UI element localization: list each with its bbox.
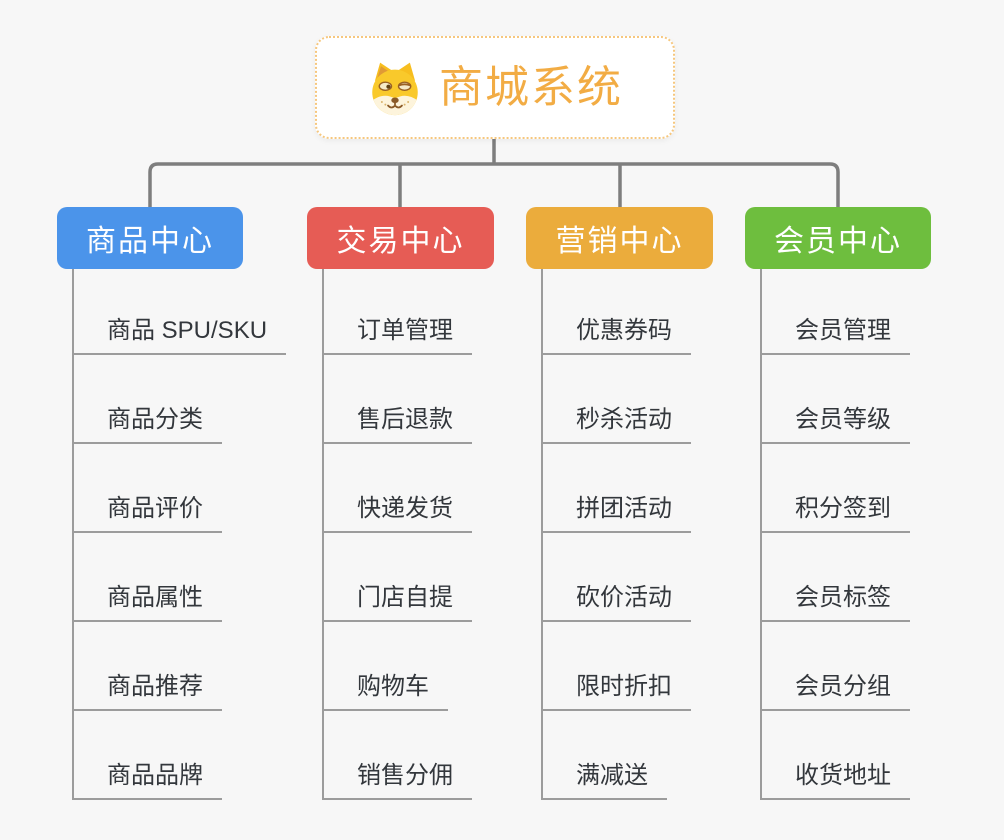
leaf-node[interactable]: 商品分类 xyxy=(72,404,222,444)
leaf-node[interactable]: 收货地址 xyxy=(760,760,910,800)
leaf-node[interactable]: 商品属性 xyxy=(72,582,222,622)
leaf-node[interactable]: 满减送 xyxy=(541,760,667,800)
leaf-node[interactable]: 积分签到 xyxy=(760,493,910,533)
root-node[interactable]: 商城系统 xyxy=(315,36,675,139)
column-spine-line xyxy=(322,268,324,800)
leaf-node[interactable]: 售后退款 xyxy=(322,404,472,444)
column-spine-line xyxy=(760,268,762,800)
leaf-node[interactable]: 商品评价 xyxy=(72,493,222,533)
doge-mouth xyxy=(387,100,403,108)
leaf-node[interactable]: 限时折扣 xyxy=(541,671,691,711)
leaf-node[interactable]: 订单管理 xyxy=(322,315,472,355)
column-spine-line xyxy=(72,268,74,800)
branch-node-marketing-center[interactable]: 营销中心 xyxy=(526,207,713,269)
column-spine-line xyxy=(541,268,543,800)
leaf-node[interactable]: 会员管理 xyxy=(760,315,910,355)
root-title: 商城系统 xyxy=(439,62,623,112)
leaf-node[interactable]: 商品品牌 xyxy=(72,760,222,800)
leaf-node[interactable]: 商品 SPU/SKU xyxy=(72,315,287,355)
leaf-node[interactable]: 优惠券码 xyxy=(541,315,691,355)
leaf-node[interactable]: 拼团活动 xyxy=(541,493,691,533)
leaf-node[interactable]: 会员等级 xyxy=(760,404,910,444)
leaf-node[interactable]: 购物车 xyxy=(322,671,448,711)
doge-eyes xyxy=(378,81,412,91)
leaf-node[interactable]: 会员标签 xyxy=(760,582,910,622)
leaf-node[interactable]: 商品推荐 xyxy=(72,671,222,711)
doge-icon xyxy=(372,62,418,115)
leaf-node[interactable]: 砍价活动 xyxy=(541,582,691,622)
leaf-node[interactable]: 秒杀活动 xyxy=(541,404,691,444)
branch-node-product-center[interactable]: 商品中心 xyxy=(57,207,243,269)
leaf-node[interactable]: 门店自提 xyxy=(322,582,472,622)
branch-node-trade-center[interactable]: 交易中心 xyxy=(307,207,494,269)
trunk-line xyxy=(148,162,840,208)
doge-whiskers xyxy=(380,100,410,106)
leaf-node[interactable]: 销售分佣 xyxy=(322,760,472,800)
doge-nose xyxy=(391,96,399,103)
leaf-node[interactable]: 会员分组 xyxy=(760,671,910,711)
leaf-node[interactable]: 快递发货 xyxy=(322,493,472,533)
branch-node-member-center[interactable]: 会员中心 xyxy=(745,207,931,269)
